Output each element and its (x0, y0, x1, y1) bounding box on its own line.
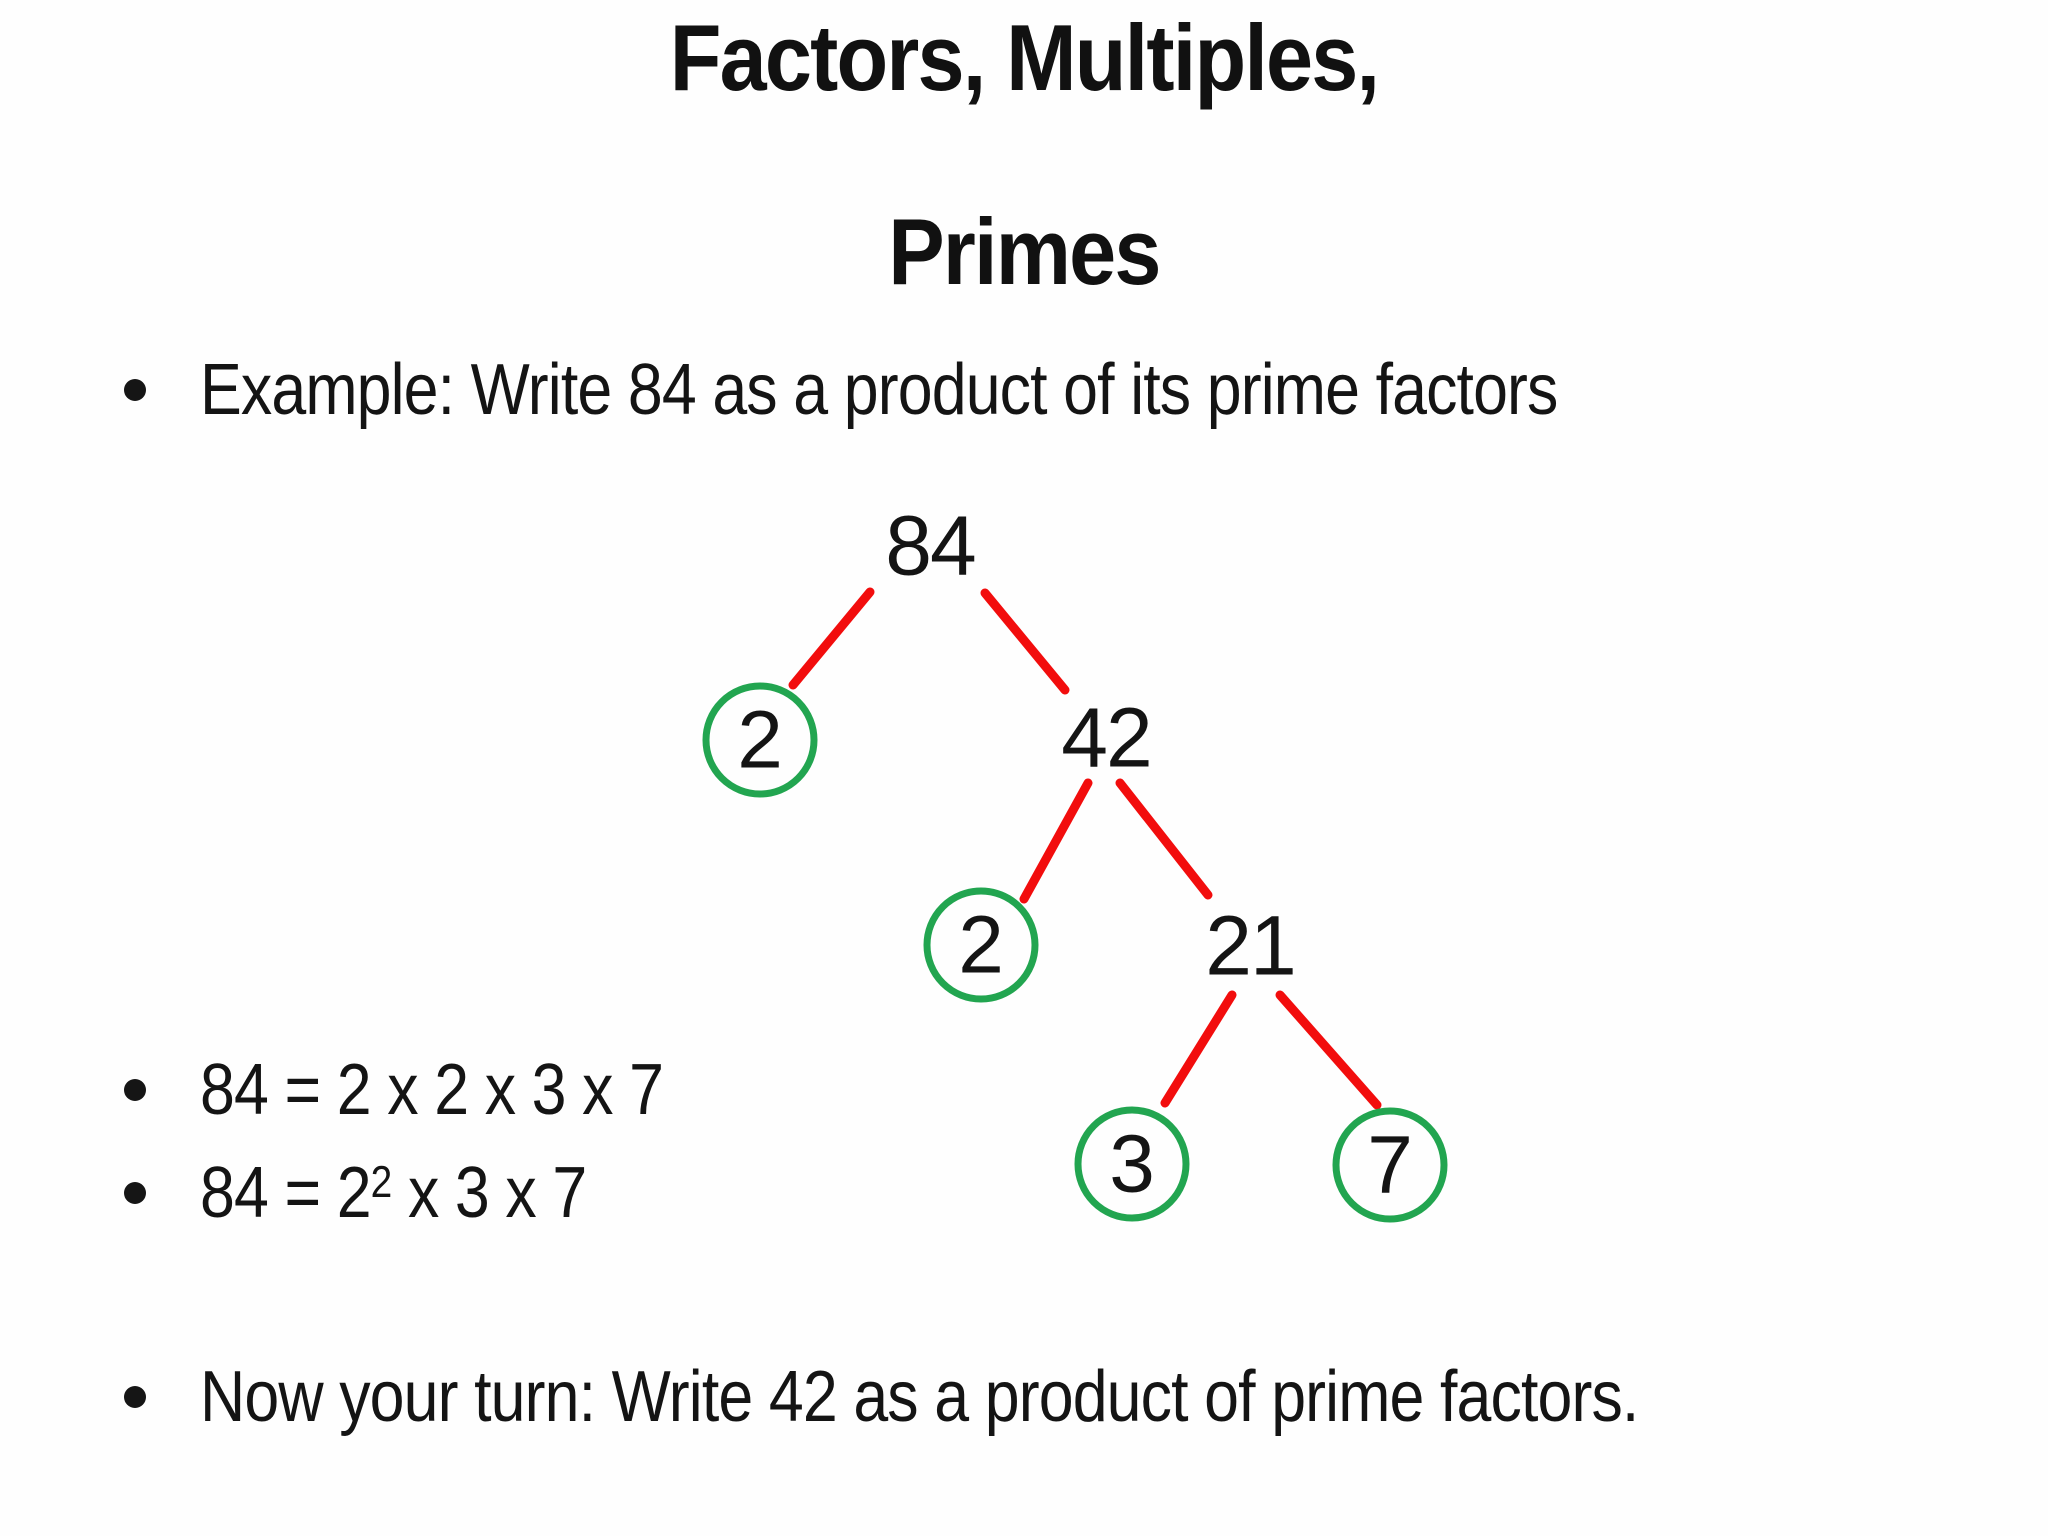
bullet-dot-icon (124, 1386, 146, 1408)
tree-node-42: 42 (1061, 690, 1152, 785)
slide-title: Factors, Multiples, Primes (102, 9, 1945, 300)
slide-title-line1: Factors, Multiples, (669, 5, 1380, 110)
bullet-dot-icon (124, 1079, 146, 1101)
bullet-product-power: 84 = 22 x 3 x 7 (124, 1152, 644, 1234)
tree-node-2-circled-level2: 2 (923, 887, 1039, 1003)
product-power-prefix: 84 = 2 (200, 1153, 372, 1233)
tree-node-3-circled: 3 (1074, 1106, 1190, 1222)
bullet-product-power-text: 84 = 22 x 3 x 7 (200, 1152, 587, 1234)
bullet-product-expanded-text: 84 = 2 x 2 x 3 x 7 (200, 1050, 664, 1130)
tree-node-7-circled: 7 (1332, 1107, 1448, 1223)
product-power-suffix: x 3 x 7 (391, 1153, 587, 1233)
slide-title-line2: Primes (888, 198, 1161, 304)
branch-21-to-7 (1275, 990, 1382, 1110)
bullet-example: Example: Write 84 as a product of its pr… (124, 349, 1760, 431)
branch-42-to-21 (1115, 778, 1213, 900)
tree-node-21: 21 (1205, 898, 1296, 993)
branch-84-to-2 (788, 587, 875, 690)
bullet-example-text: Example: Write 84 as a product of its pr… (200, 350, 1558, 430)
tree-node-2-circled-level1: 2 (702, 682, 818, 798)
bullet-your-turn: Now your turn: Write 42 as a product of … (124, 1356, 1853, 1438)
branch-42-to-2 (1019, 778, 1093, 904)
bullet-your-turn-text: Now your turn: Write 42 as a product of … (200, 1357, 1639, 1437)
bullet-product-expanded: 84 = 2 x 2 x 3 x 7 (124, 1049, 732, 1131)
tree-node-84: 84 (885, 498, 976, 593)
product-power-exponent: 2 (370, 1157, 393, 1207)
branch-84-to-42 (980, 588, 1070, 695)
bullet-dot-icon (124, 379, 146, 401)
bullet-dot-icon (124, 1182, 146, 1204)
branch-21-to-3 (1160, 990, 1237, 1108)
